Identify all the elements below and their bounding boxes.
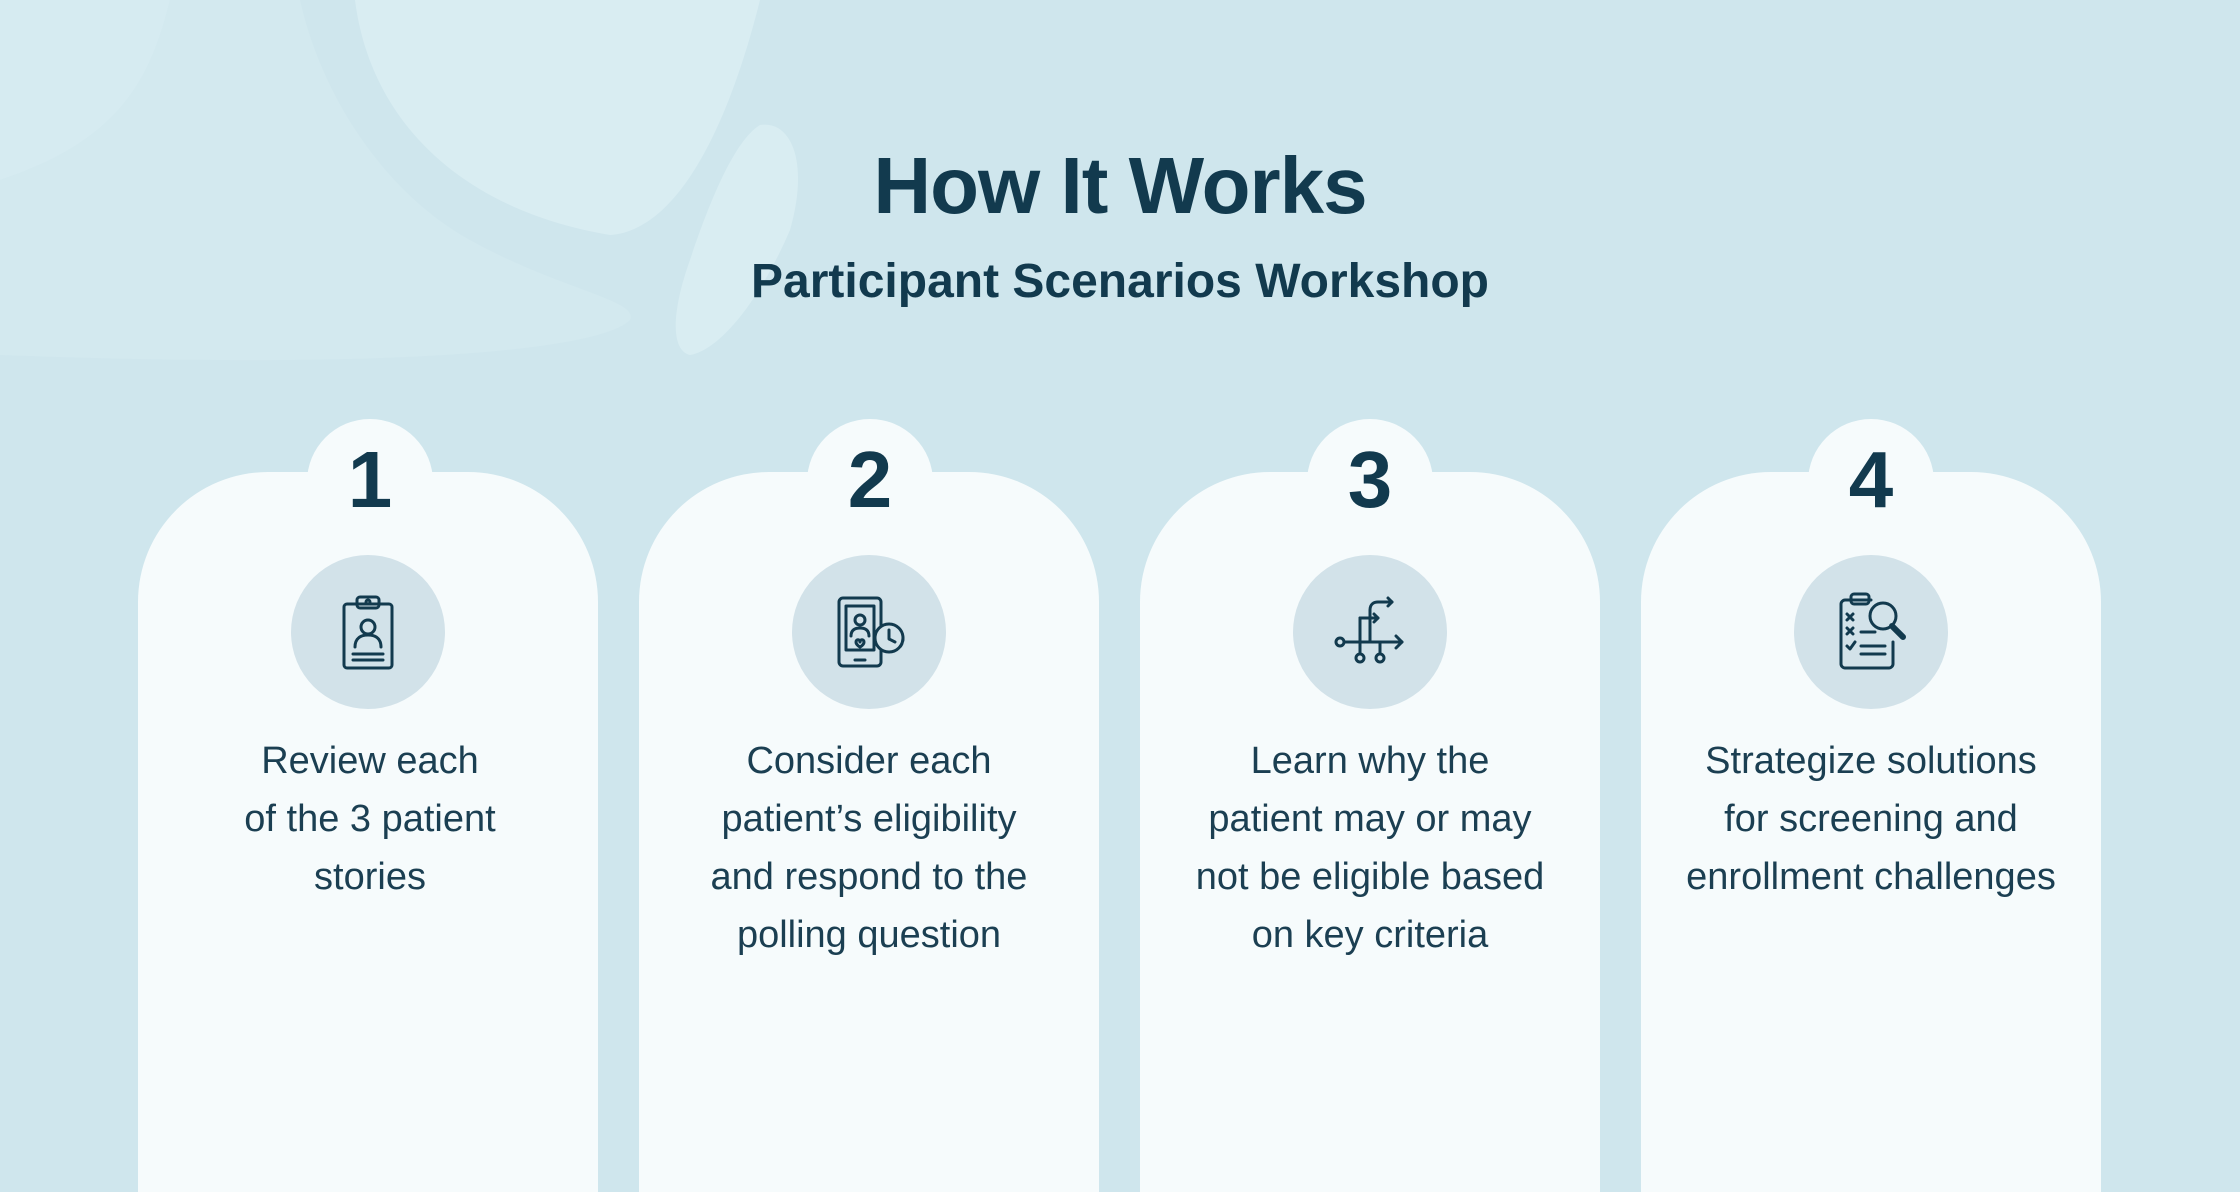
number-tab bbox=[307, 419, 433, 545]
step-description: Consider each patient’s eligibility and … bbox=[659, 732, 1079, 964]
description-line: enrollment challenges bbox=[1686, 856, 2056, 898]
description-line: and respond to the bbox=[710, 856, 1028, 898]
description-line: Strategize solutions bbox=[1705, 740, 2037, 782]
description-line: of the 3 patient bbox=[244, 798, 496, 840]
step-number: 3 bbox=[1347, 435, 1393, 524]
description-line: Learn why the bbox=[1250, 740, 1490, 782]
description-line: patient may or may bbox=[1208, 798, 1532, 840]
checklist-magnifier-icon bbox=[1794, 555, 1948, 709]
number-tab bbox=[1307, 419, 1433, 545]
clipboard-person-icon bbox=[291, 555, 445, 709]
decision-flow-arrows-icon bbox=[1293, 555, 1447, 709]
page-title: How It Works bbox=[873, 141, 1367, 230]
step-number: 1 bbox=[347, 435, 393, 524]
number-tab bbox=[1808, 419, 1934, 545]
description-line: Review each bbox=[261, 740, 479, 782]
description-line: patient’s eligibility bbox=[721, 798, 1017, 840]
step-description: Strategize solutions for screening and e… bbox=[1661, 732, 2081, 906]
description-line: not be eligible based bbox=[1195, 856, 1545, 898]
number-tab bbox=[807, 419, 933, 545]
step-number: 4 bbox=[1848, 435, 1894, 524]
step-number: 2 bbox=[847, 435, 893, 524]
description-line: on key criteria bbox=[1251, 914, 1489, 956]
step-description: Review each of the 3 patient stories bbox=[160, 732, 580, 906]
step-description: Learn why the patient may or may not be … bbox=[1160, 732, 1580, 964]
page-subtitle: Participant Scenarios Workshop bbox=[751, 255, 1489, 308]
description-line: for screening and bbox=[1724, 798, 2018, 840]
description-line: stories bbox=[314, 856, 426, 898]
description-line: Consider each bbox=[746, 740, 992, 782]
tablet-heart-clock-icon bbox=[792, 555, 946, 709]
description-line: polling question bbox=[736, 914, 1002, 956]
